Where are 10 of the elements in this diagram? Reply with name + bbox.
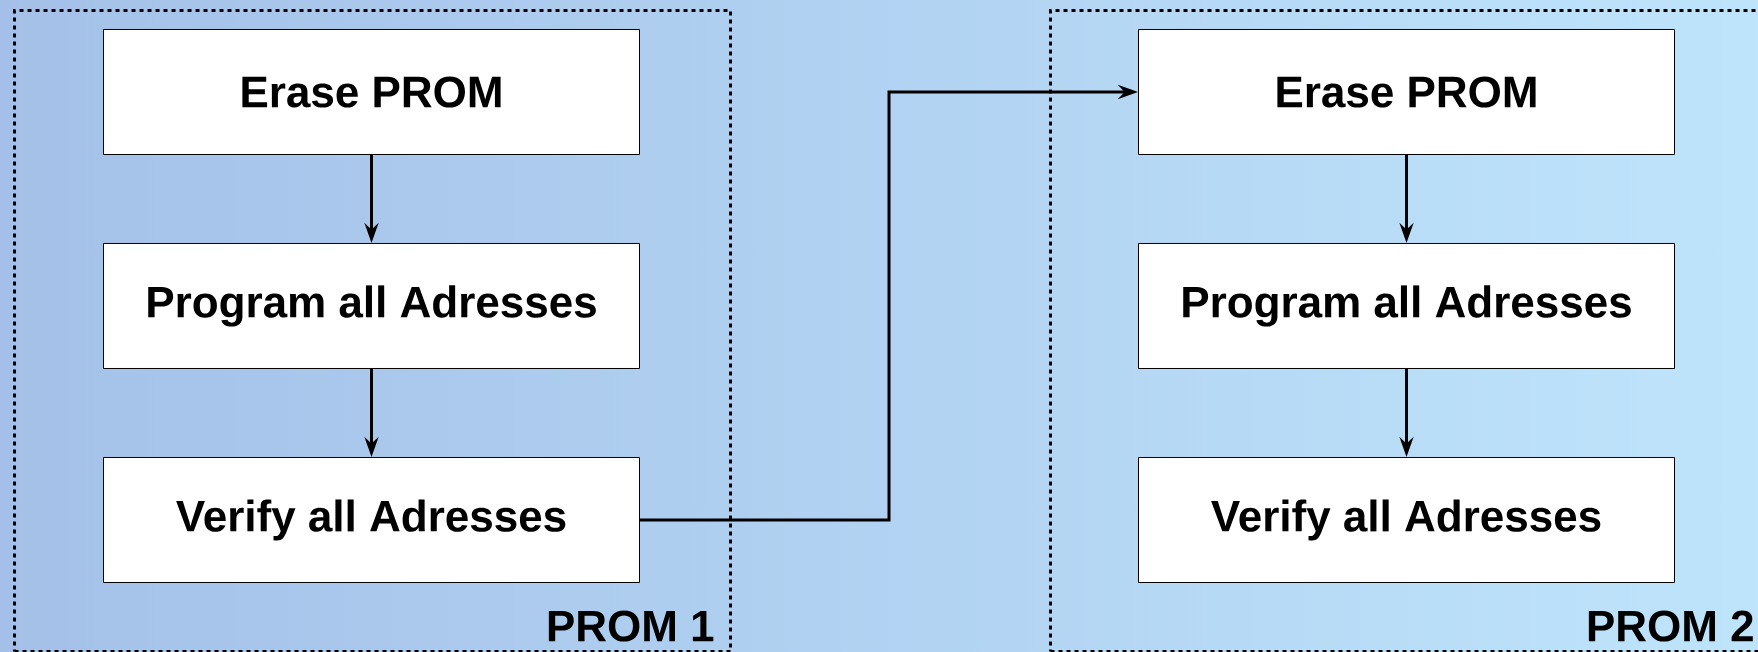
group-frame (1049, 9, 1758, 652)
process-box: Verify all Adresses (103, 457, 640, 583)
process-box: Program all Adresses (1138, 243, 1675, 369)
group-label: PROM 1 (548, 610, 714, 642)
process-box: Erase PROM (1138, 29, 1675, 155)
group-label: PROM 2 (1588, 610, 1753, 642)
process-box: Verify all Adresses (1138, 457, 1675, 583)
process-box: Program all Adresses (103, 243, 640, 369)
process-box: Erase PROM (103, 29, 640, 155)
group-frame (13, 9, 732, 652)
